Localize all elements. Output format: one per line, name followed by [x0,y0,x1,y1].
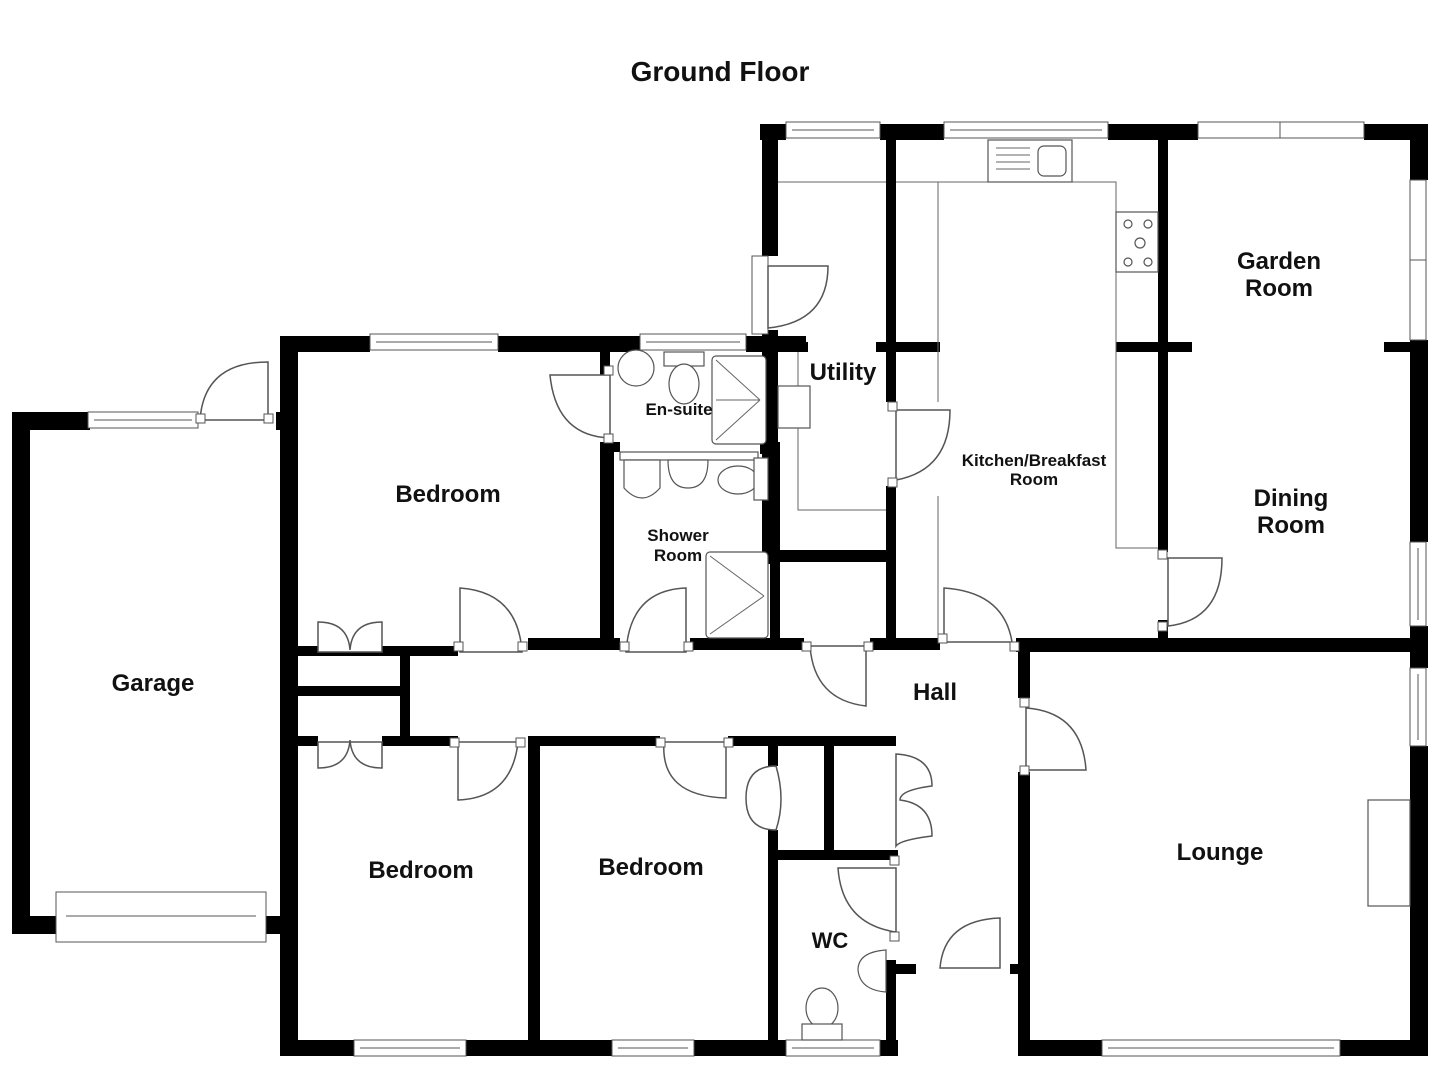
label-ensuite: En-suite [645,400,712,419]
label-utility: Utility [810,359,877,386]
floor-title: Ground Floor [630,56,810,87]
label-bedroom-1: Bedroom [395,481,500,508]
label-dining-room-2: Room [1257,512,1325,539]
label-lounge: Lounge [1177,839,1264,866]
label-wc: WC [812,928,849,953]
label-garage: Garage [112,670,195,697]
label-bedroom-2: Bedroom [368,857,473,884]
doors [195,265,1223,969]
label-kitchen-2: Room [1010,470,1058,489]
label-hall: Hall [913,679,957,706]
label-garden-room-2: Room [1245,275,1313,302]
label-garden-room-1: Garden [1237,248,1321,275]
label-dining-room-1: Dining [1254,485,1329,512]
fixtures [617,139,1411,1041]
label-kitchen-1: Kitchen/Breakfast [962,451,1107,470]
label-bedroom-3: Bedroom [598,854,703,881]
label-shower-room-2: Room [654,546,702,565]
label-shower-room-1: Shower [647,526,709,545]
walls [12,124,1428,1056]
room-labels: Garage Bedroom Bedroom Bedroom En-suite … [112,248,1329,953]
windows [55,121,1427,1057]
